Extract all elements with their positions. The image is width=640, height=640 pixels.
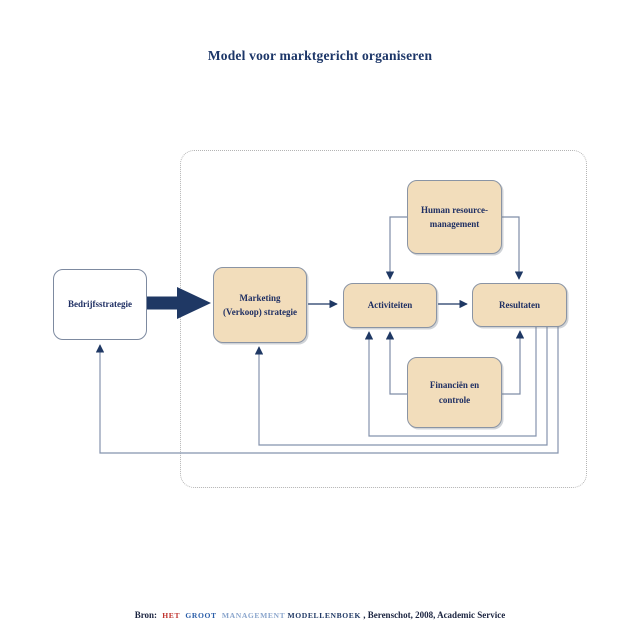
node-financien-label-line1: Financiën en xyxy=(429,380,480,391)
node-hrm-label-line2: management xyxy=(429,219,480,229)
edge-hrm-resultaten xyxy=(501,216,524,280)
diagram-dashed-frame xyxy=(180,150,587,488)
source-brand-het: HET xyxy=(162,611,181,620)
node-resultaten: Resultaten xyxy=(472,283,567,327)
edge-resultaten-bedrijfsstrategie-feedback xyxy=(95,325,559,454)
edge-financien-resultaten xyxy=(501,330,525,395)
edge-hrm-activiteiten xyxy=(385,216,408,280)
node-financien-en-controle: Financiën en controle xyxy=(407,357,502,428)
source-credit-line: Bron: HET GROOT MANAGEMENT MODELLENBOEK … xyxy=(0,610,640,620)
source-prefix: Bron: xyxy=(134,610,158,620)
node-marketing-label-line1: Marketing xyxy=(239,292,281,303)
edge-resultaten-activiteiten-feedback xyxy=(364,325,537,437)
node-financien-label-line2: controle xyxy=(438,394,471,405)
node-bedrijfsstrategie: Bedrijfsstrategie xyxy=(53,269,147,340)
node-marketing-strategie: Marketing (Verkoop) strategie xyxy=(213,267,307,343)
node-human-resource-management: Human resource- management xyxy=(407,180,502,254)
source-brand-management: MANAGEMENT xyxy=(221,611,286,620)
node-marketing-label-line2: (Verkoop) strategie xyxy=(223,307,297,317)
node-hrm-label-line1: Human resource- xyxy=(421,204,488,215)
edge-resultaten-marketing-feedback xyxy=(254,325,548,446)
node-activiteiten: Activiteiten xyxy=(343,283,437,328)
node-resultaten-label: Resultaten xyxy=(499,299,540,310)
node-activiteiten-label: Activiteiten xyxy=(367,300,413,311)
edge-financien-activiteiten xyxy=(385,331,408,395)
source-brand-modellenboek: MODELLENBOEK xyxy=(287,611,361,620)
node-bedrijfsstrategie-label: Bedrijfsstrategie xyxy=(68,299,132,310)
edge-bedrijfsstrategie-marketing-block-arrow xyxy=(147,287,211,319)
page-title: Model voor marktgericht organiseren xyxy=(207,48,433,63)
source-suffix: , Berenschot, 2008, Academic Service xyxy=(363,610,506,620)
source-brand-groot: GROOT xyxy=(185,611,217,620)
